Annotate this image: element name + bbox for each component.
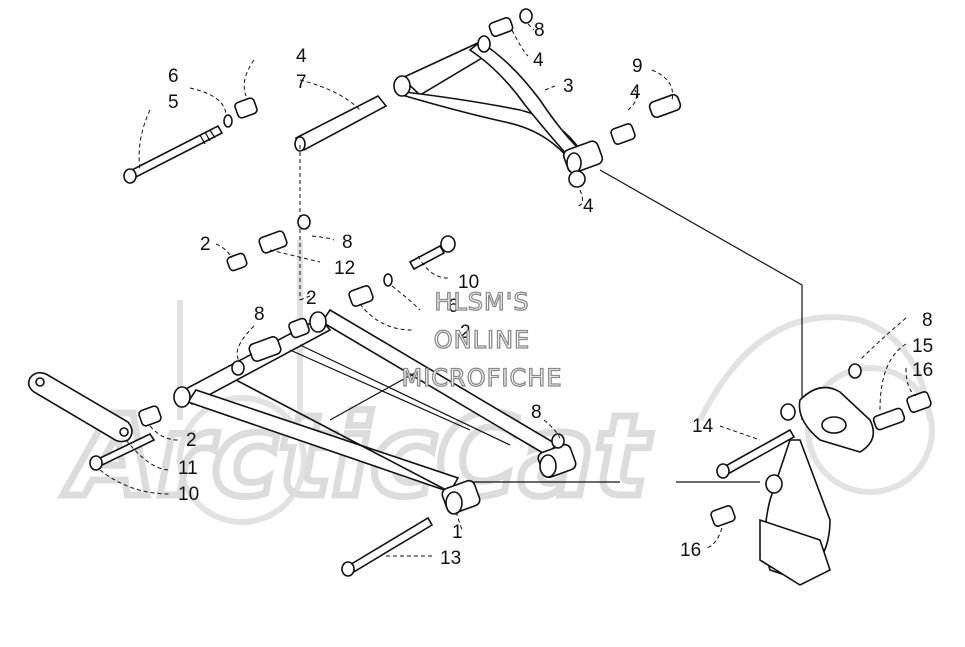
lower-bolts [89, 432, 434, 577]
callout-2-upper: 2 [200, 234, 211, 255]
spindle-assembly [759, 386, 875, 586]
callout-8-mid: 8 [342, 232, 353, 253]
callout-6-right: 6 [448, 296, 459, 317]
callout-4-top: 4 [533, 50, 544, 71]
callout-8-top: 8 [534, 20, 545, 41]
spindle-hardware [710, 363, 932, 527]
callout-10-left: 10 [178, 484, 199, 505]
callout-13: 13 [440, 548, 461, 569]
callout-8-right: 8 [922, 310, 933, 331]
callout-15: 15 [912, 336, 933, 357]
callout-4-left: 4 [296, 46, 307, 67]
upper-a-arm [393, 35, 604, 174]
callout-8-left: 8 [254, 304, 265, 325]
reference-line [599, 169, 803, 420]
callout-12: 12 [334, 258, 355, 279]
callout-2-mid: 2 [306, 288, 317, 309]
lower-a-arm [173, 308, 577, 515]
callout-8-lower: 8 [531, 402, 542, 423]
text-watermark: HLSM'S ONLINE MICROFICHE [401, 287, 563, 392]
upper-hardware [223, 8, 682, 188]
callout-10-right: 10 [458, 272, 479, 293]
callout-16-lower: 16 [680, 540, 701, 561]
watermark-line-2: ONLINE [434, 326, 530, 354]
callout-5: 5 [168, 92, 179, 113]
callout-7: 7 [296, 72, 307, 93]
callout-4-lower: 4 [583, 196, 594, 217]
callout-14: 14 [692, 416, 714, 437]
tie-link [27, 371, 133, 443]
watermark-line-3: MICROFICHE [402, 364, 563, 392]
callout-labels: 8 4 3 9 4 4 4 7 6 5 2 8 12 10 6 2 8 2 2 … [168, 20, 933, 569]
callout-4-right: 4 [630, 82, 641, 103]
leader-lines [99, 23, 917, 557]
callout-16-right: 16 [912, 360, 933, 381]
callout-9: 9 [632, 56, 643, 77]
upper-bolt [123, 124, 224, 184]
watermark-line-1: HLSM'S [434, 288, 529, 316]
callout-6: 6 [168, 66, 179, 87]
callout-1: 1 [452, 522, 463, 543]
lower-hardware [138, 214, 565, 449]
callout-11: 11 [178, 458, 198, 479]
callout-2-right: 2 [460, 322, 471, 343]
callout-3: 3 [563, 76, 574, 97]
callout-2-lower: 2 [186, 430, 197, 451]
